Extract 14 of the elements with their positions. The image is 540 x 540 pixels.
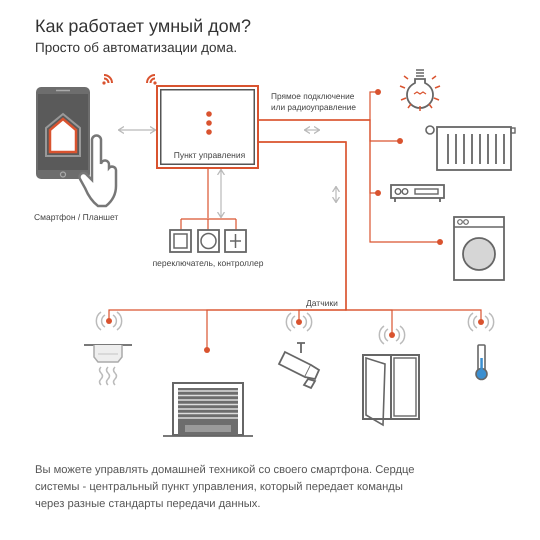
connector-line	[259, 119, 443, 245]
connection-label: Прямое подключение или радиоуправление	[271, 91, 358, 114]
group-label: Датчики	[306, 298, 338, 310]
double-arrow	[216, 168, 226, 218]
device-label: Смартфон / Планшет	[34, 212, 118, 222]
node-label: Пункт управления	[172, 150, 246, 160]
connector-line	[259, 141, 484, 325]
control-panel	[156, 85, 259, 169]
switch-label: переключатель, контроллер	[152, 258, 264, 268]
caption: Вы можете управлять домашней техникой со своего смартфона. Сердце системы - центральный пункт управления, который передает команды через разные стандарты передачи данных.	[35, 463, 416, 512]
double-arrow	[118, 126, 156, 134]
connector-line	[207, 169, 209, 218]
subtitle: Просто об автоматизации дома.	[35, 39, 238, 57]
title: Как работает умный дом?	[35, 16, 252, 37]
